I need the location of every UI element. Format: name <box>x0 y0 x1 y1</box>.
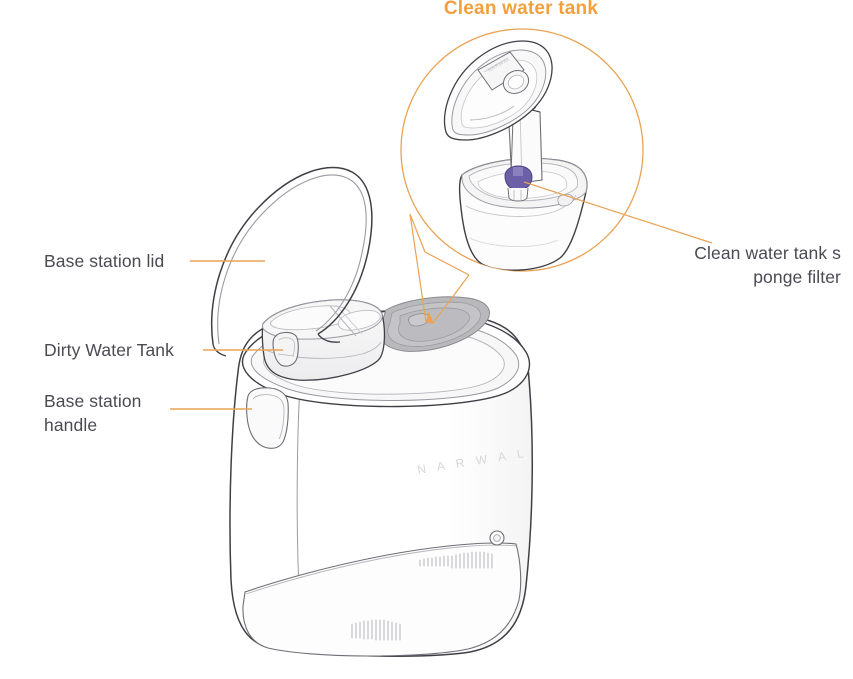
dirty-water-tank-part <box>261 299 386 381</box>
clean-water-tank-slot <box>378 296 490 352</box>
label-clean-water-tank-sponge-filter: Clean water tank s ponge filter <box>694 243 841 287</box>
label-base-station-handle: Base station handle <box>44 391 142 435</box>
vent-group-lower <box>351 619 401 641</box>
vent-group-upper <box>451 551 493 569</box>
label-dirty-water-tank: Dirty Water Tank <box>44 340 174 360</box>
vent-group-mid <box>419 555 449 567</box>
magnifier-callout: NARWAL <box>400 28 713 324</box>
front-vent-panel <box>242 530 522 657</box>
clean-water-tank-sponge-filter-part <box>504 165 533 202</box>
clean-water-tank-lid: NARWAL <box>443 40 553 141</box>
base-station-handle-part <box>246 387 289 449</box>
magnifier-contents: NARWAL <box>443 40 588 271</box>
dirty-water-tank-latch <box>272 331 299 367</box>
leader-lines <box>170 260 283 410</box>
label-base-station-lid: Base station lid <box>44 251 165 271</box>
base-station-unit: N A R W A L <box>210 166 534 657</box>
callout-title-clean-water-tank: Clean water tank <box>443 0 599 19</box>
base-station-lid-part <box>210 166 373 357</box>
